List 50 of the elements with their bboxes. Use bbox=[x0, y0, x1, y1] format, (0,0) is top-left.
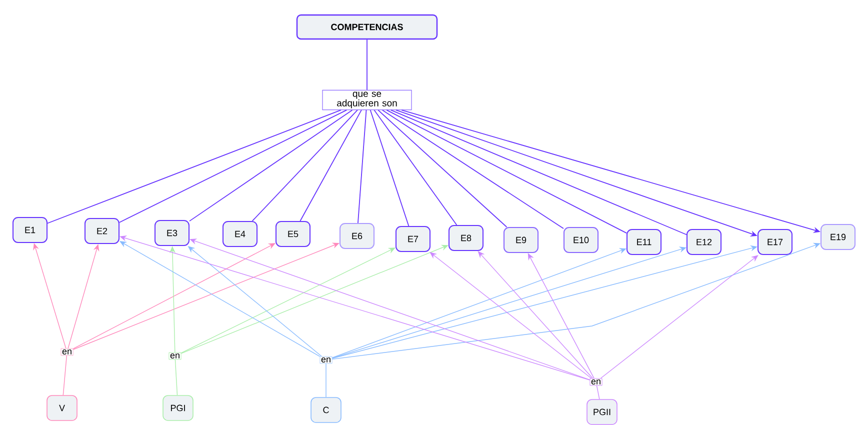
concept-box: PGII bbox=[586, 399, 618, 425]
connector bbox=[430, 252, 592, 379]
connector bbox=[386, 110, 627, 234]
connector bbox=[252, 110, 358, 222]
concept-box: C bbox=[310, 397, 342, 423]
connector bbox=[478, 251, 593, 379]
connector bbox=[62, 355, 68, 396]
connector bbox=[174, 359, 178, 396]
connector bbox=[47, 110, 342, 224]
linking-word-box: en bbox=[168, 352, 182, 360]
connector bbox=[528, 253, 594, 379]
concept-box: E6 bbox=[340, 223, 374, 249]
concept-box: E3 bbox=[154, 220, 190, 246]
connector bbox=[119, 110, 348, 223]
connector bbox=[382, 110, 564, 229]
connector bbox=[120, 241, 320, 357]
concept-box: E19 bbox=[820, 224, 856, 250]
connector bbox=[390, 110, 687, 236]
concept-box: E7 bbox=[396, 226, 430, 252]
concept-box: E1 bbox=[12, 217, 48, 243]
connector bbox=[300, 110, 362, 222]
concept-box: E4 bbox=[222, 221, 258, 247]
concept-box: E10 bbox=[564, 227, 598, 253]
concept-box: E17 bbox=[758, 229, 792, 255]
connector bbox=[72, 242, 340, 350]
connector bbox=[596, 385, 600, 400]
connector bbox=[189, 110, 353, 222]
concept-box: COMPETENCIAS bbox=[296, 14, 438, 40]
concept-box: V bbox=[46, 395, 78, 421]
concept-box: E2 bbox=[84, 218, 120, 244]
linking-phrase-box: que se adquieren son bbox=[322, 90, 412, 110]
connector bbox=[366, 39, 368, 90]
connector bbox=[358, 110, 367, 224]
linking-word-box: en bbox=[60, 348, 74, 356]
connector bbox=[72, 243, 276, 350]
connector bbox=[600, 255, 758, 379]
concept-box: E9 bbox=[504, 227, 538, 253]
concept-box: E8 bbox=[448, 225, 484, 251]
connector bbox=[374, 110, 458, 226]
concept-box: E12 bbox=[686, 229, 722, 255]
linking-word-box: en bbox=[590, 378, 602, 386]
concept-box: E11 bbox=[626, 229, 662, 255]
linking-word-box: en bbox=[320, 356, 332, 364]
connector bbox=[180, 244, 448, 354]
concept-box: E5 bbox=[276, 221, 310, 247]
connector bbox=[180, 248, 396, 354]
connector bbox=[332, 248, 626, 358]
concept-box: PGI bbox=[162, 395, 194, 421]
connector bbox=[378, 110, 508, 228]
connector bbox=[370, 110, 410, 226]
